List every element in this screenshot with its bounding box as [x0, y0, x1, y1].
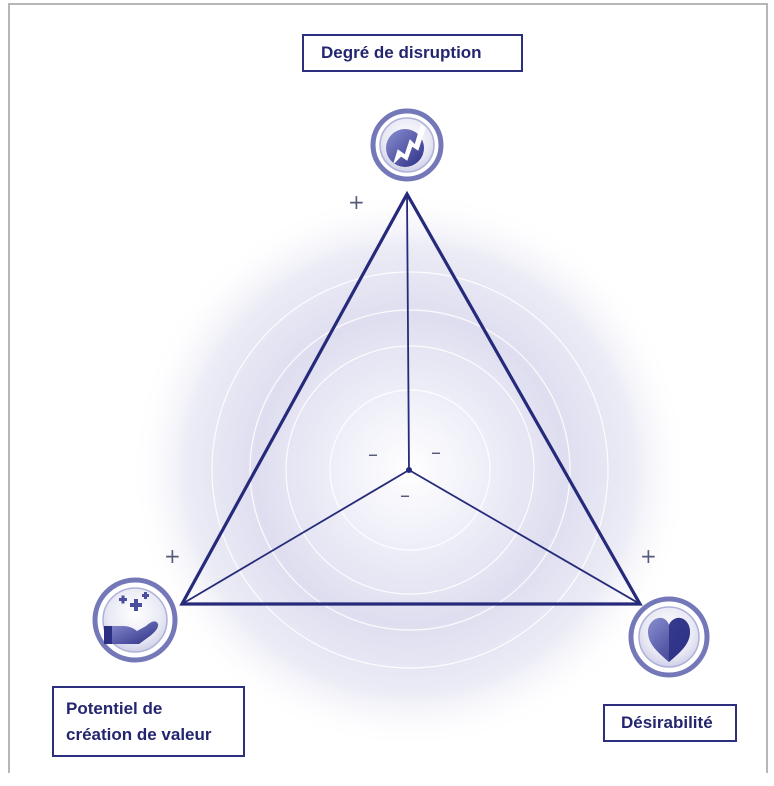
axis-line-left: [181, 469, 410, 605]
label-degre-de-disruption: Degré de disruption: [302, 34, 523, 72]
left-max-sign: +: [164, 544, 181, 568]
left-min-sign: –: [368, 442, 378, 466]
heart-icon: [628, 596, 710, 678]
triangle-outline: [179, 190, 643, 606]
concentric-rings: [211, 271, 609, 669]
label-left-line1: Potentiel de: [66, 699, 163, 718]
center-point: [406, 467, 412, 473]
label-desirabilite: Désirabilité: [603, 704, 737, 742]
top-min-sign: –: [400, 483, 410, 507]
label-potentiel-creation-valeur: Potentiel de création de valeur: [52, 686, 245, 757]
lightning-bolt-icon: [370, 108, 444, 182]
axis-line-top: [406, 193, 410, 471]
right-min-sign: –: [431, 440, 441, 464]
axis-lines: [181, 193, 641, 605]
right-max-sign: +: [640, 544, 657, 568]
axis-line-right: [408, 469, 641, 605]
top-max-sign: +: [348, 190, 365, 214]
label-left-line2: création de valeur: [66, 725, 212, 744]
hand-with-plus-icon: [92, 577, 178, 663]
